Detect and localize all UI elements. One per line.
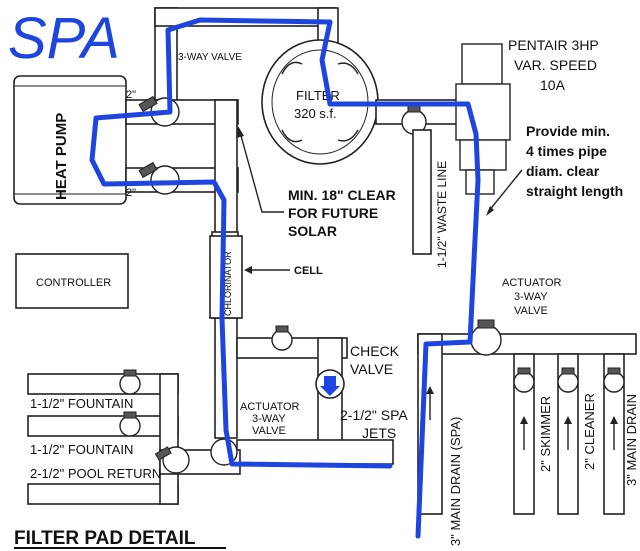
straight-note-line3: diam. clear bbox=[526, 163, 600, 179]
waste-line-label: 1-1/2" WASTE LINE bbox=[435, 161, 449, 268]
fountain-1-label: 1-1/2" FOUNTAIN bbox=[30, 396, 133, 411]
pump-label-line2: VAR. SPEED bbox=[514, 57, 597, 73]
three-way-valve-label: 3-WAY VALVE bbox=[178, 52, 242, 63]
skimmer-label: 2" SKIMMER bbox=[538, 396, 553, 472]
footer-title: FILTER PAD DETAIL bbox=[14, 528, 196, 549]
heat-pump-label: HEAT PUMP bbox=[53, 113, 70, 200]
actuator-right-line2: 3-WAY bbox=[514, 291, 548, 303]
spa-jets-line2: JETS bbox=[362, 425, 396, 441]
straight-note-line1: Provide min. bbox=[526, 123, 610, 139]
heat-pump-valve-bottom bbox=[138, 161, 180, 195]
pump bbox=[455, 43, 511, 195]
solar-note-line2: FOR FUTURE bbox=[288, 205, 378, 221]
actuator-left-line1: ACTUATOR bbox=[240, 401, 300, 413]
pool-return-label: 2-1/2" POOL RETURN bbox=[30, 466, 161, 481]
filter-label-line2: 320 s.f. bbox=[294, 106, 337, 121]
suction-header bbox=[417, 319, 637, 515]
spa-jets-line1: 2-1/2" SPA bbox=[340, 407, 408, 423]
filter: FILTER 320 s.f. bbox=[261, 39, 379, 165]
actuator-right-line3: VALVE bbox=[514, 305, 548, 317]
chlorinator-cell: CHLORINATOR bbox=[209, 235, 243, 319]
filter-label-line1: FILTER bbox=[296, 88, 340, 103]
spa-title: SPA bbox=[8, 6, 120, 71]
solar-note-line1: MIN. 18" CLEAR bbox=[288, 187, 396, 203]
actuator-left-line3: VALVE bbox=[252, 425, 286, 437]
solar-note-line3: SOLAR bbox=[288, 223, 337, 239]
cleaner-label: 2" CLEANER bbox=[582, 393, 597, 470]
check-valve-line1: CHECK bbox=[350, 343, 400, 359]
main-drain-label: 3" MAIN DRAIN bbox=[624, 394, 639, 486]
cell-body-label: CHLORINATOR bbox=[223, 251, 233, 316]
check-valve-line2: VALVE bbox=[350, 361, 393, 377]
check-valve bbox=[315, 369, 345, 399]
pump-label-line1: PENTAIR 3HP bbox=[508, 37, 599, 53]
spa-flow-path bbox=[89, 17, 481, 539]
fountain-2-label: 1-1/2" FOUNTAIN bbox=[30, 442, 133, 457]
left-outputs bbox=[27, 369, 241, 505]
pump-label-line3: 10A bbox=[540, 77, 566, 93]
actuator-left-line2: 3-WAY bbox=[252, 413, 286, 425]
main-drain-spa-label: 3" MAIN DRAIN (SPA) bbox=[448, 417, 463, 546]
pipe-size-top: 2" bbox=[126, 89, 136, 101]
pipe-size-bottom: 2" bbox=[126, 187, 136, 199]
controller: CONTROLLER bbox=[15, 253, 129, 309]
actuator-right-line1: ACTUATOR bbox=[502, 277, 562, 289]
controller-label: CONTROLLER bbox=[36, 277, 111, 289]
straight-note-line4: straight length bbox=[526, 183, 623, 199]
cell-label: CELL bbox=[294, 265, 323, 277]
spa-return-branch bbox=[236, 325, 394, 465]
straight-note-line2: 4 times pipe bbox=[526, 143, 607, 159]
